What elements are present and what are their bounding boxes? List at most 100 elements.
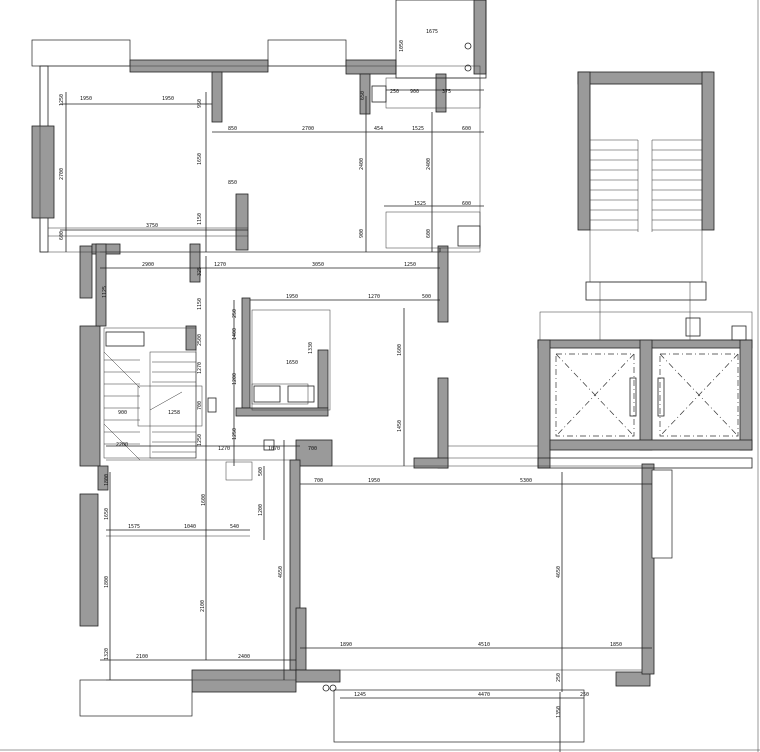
fixtures	[105, 42, 747, 692]
elevator-shaft-right	[659, 353, 739, 437]
dim-1320-v: 1320	[104, 648, 110, 660]
dim-1250: 1250	[59, 94, 65, 106]
dim-250-v: 250	[232, 309, 238, 318]
wall-living-bottom-left	[295, 669, 341, 683]
dim-2700-v: 2700	[59, 168, 65, 180]
dim-850-b: 850	[228, 180, 237, 186]
dim-1950-a: 1950	[80, 96, 92, 102]
dim-700: 700	[308, 446, 317, 452]
dim-1800-v2: 1800	[104, 576, 110, 588]
dim-2100: 2100	[136, 654, 148, 660]
dim-2100-v: 2100	[200, 600, 206, 612]
dim-900-v: 900	[359, 229, 365, 238]
elevator-shafts	[555, 353, 739, 437]
dim-700-v: 700	[197, 401, 203, 410]
walls	[31, 0, 753, 743]
dim-1250-v2: 1250	[197, 434, 203, 446]
fixture-small	[731, 325, 747, 341]
dim-1050: 1050	[399, 40, 405, 52]
wall-elevator-right	[739, 339, 753, 451]
dim-1950-d: 1950	[368, 478, 380, 484]
dim-650: 650	[360, 91, 366, 100]
dim-2500: 2500	[197, 334, 203, 346]
dim-1650-b: 1650	[286, 360, 298, 366]
wall-left-mid	[79, 245, 93, 299]
dim-1800-v: 1800	[104, 474, 110, 486]
wall-tower-bottom	[585, 281, 707, 301]
dim-850: 850	[228, 126, 237, 132]
dim-454: 454	[374, 126, 383, 132]
wall-tower-left	[577, 71, 591, 231]
dim-4470: 4470	[478, 692, 490, 698]
fixture-circle	[322, 684, 330, 692]
window-left-lower	[79, 493, 99, 627]
wall-stair-pillar	[185, 325, 197, 351]
window-top-left	[31, 39, 131, 67]
dim-3050: 3050	[312, 262, 324, 268]
wall-tower-top	[577, 71, 713, 85]
wall-tower-right	[701, 71, 715, 231]
wall-bath-right	[317, 349, 329, 409]
dim-2900: 2900	[142, 262, 154, 268]
wall-pillar-top	[211, 71, 223, 123]
dim-4510: 4510	[478, 642, 490, 648]
wall-bath-bottom	[235, 407, 329, 417]
dim-2200: 2200	[116, 442, 128, 448]
wall-stair-upper	[95, 243, 107, 327]
dim-900-b: 900	[118, 410, 127, 416]
dim-1245: 1245	[354, 692, 366, 698]
dim-1950-b: 1950	[162, 96, 174, 102]
dim-5300: 5300	[520, 478, 532, 484]
dimension-lines	[60, 89, 652, 752]
window-living-right	[651, 469, 673, 559]
dim-600-b: 600	[462, 201, 471, 207]
fixture-small	[207, 397, 217, 413]
wall-elevator-slab	[537, 457, 753, 469]
dim-250: 250	[390, 89, 399, 95]
wall-stair-upper-right	[189, 243, 201, 283]
fixture-circle	[464, 42, 472, 50]
wall-living-bottom-right	[615, 671, 651, 687]
wall-living-top-left	[295, 439, 333, 467]
wall-living-right	[641, 463, 655, 675]
fixture-toilet	[371, 85, 387, 103]
dim-1575: 1575	[128, 524, 140, 530]
dim-375: 375	[442, 89, 451, 95]
dim-700-b: 700	[314, 478, 323, 484]
dim-1040: 1040	[184, 524, 196, 530]
dim-1200: 1200	[232, 373, 238, 385]
window-bottom-left	[79, 679, 193, 717]
wall-elevator-bottom	[549, 439, 753, 451]
fixture-circle	[329, 684, 337, 692]
dim-1270-v: 1270	[197, 362, 203, 374]
wall-pillar-top-3	[435, 73, 447, 113]
dim-3750: 3750	[146, 223, 158, 229]
dim-1675: 1675	[426, 29, 438, 35]
wall-living-left-lower	[295, 607, 307, 671]
dim-2400-a: 2400	[359, 158, 365, 170]
dim-2400-b: 2400	[426, 158, 432, 170]
balcony	[333, 689, 585, 743]
dim-1258: 1258	[168, 410, 180, 416]
fixture-small	[263, 439, 275, 451]
fixture-small	[685, 317, 701, 337]
wall-left-lower-top	[97, 465, 109, 491]
dim-1270-b: 1270	[368, 294, 380, 300]
dim-600-v: 600	[59, 231, 65, 240]
dim-1650: 1650	[197, 153, 203, 165]
dim-1330: 1330	[308, 342, 314, 354]
dim-1270-a: 1270	[214, 262, 226, 268]
wall-stair-left	[79, 325, 101, 467]
dim-1350: 1350	[556, 706, 562, 718]
dim-250-b: 250	[580, 692, 589, 698]
dim-1150-b: 1150	[197, 298, 203, 310]
fixture-sink	[457, 225, 481, 247]
wall-bottom-left	[191, 669, 297, 693]
dim-950: 950	[197, 99, 203, 108]
dim-2400: 2400	[238, 654, 250, 660]
dim-1400: 1400	[232, 328, 238, 340]
dim-1200-v: 1200	[258, 504, 264, 516]
wall-right-lower	[437, 377, 449, 469]
